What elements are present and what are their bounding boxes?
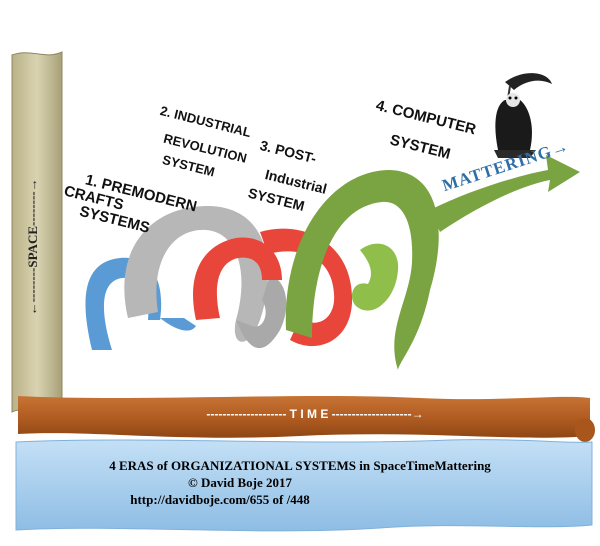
caption-copyright: © David Boje 2017	[188, 475, 292, 490]
mattering-arrow	[430, 155, 580, 232]
time-bar-curl	[575, 418, 595, 442]
era-1-swirl-tail	[160, 318, 196, 331]
era-4-swirl-inner	[352, 243, 399, 311]
grim-reaper-icon	[494, 73, 552, 158]
time-axis-label: -------------------- T I M E -----------…	[206, 407, 424, 421]
caption-title: 4 ERAS of ORGANIZATIONAL SYSTEMS in Spac…	[109, 458, 491, 473]
era-3-swirl	[193, 237, 282, 320]
caption-url: http://davidboje.com/655 of /448	[130, 492, 310, 507]
space-axis-label: ←--------SPACE--------→	[25, 178, 41, 316]
era-3-swirl-loop	[260, 228, 353, 347]
caption-scroll	[15, 439, 593, 532]
time-axis-bar	[18, 396, 590, 438]
era-2-swirl-loop	[236, 275, 287, 349]
era-4-swirl	[285, 170, 439, 370]
